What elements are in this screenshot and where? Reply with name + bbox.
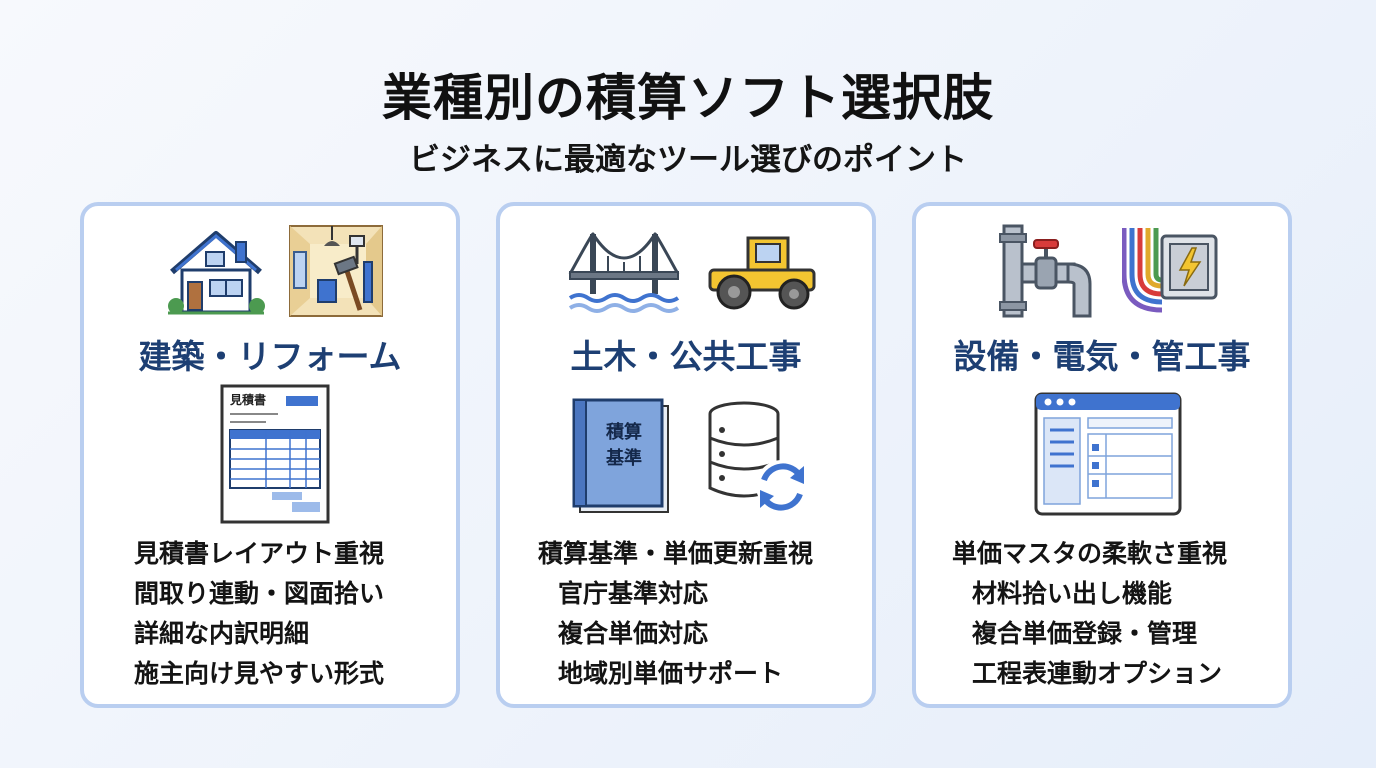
point-item: 材料拾い出し機能 — [972, 579, 1173, 608]
electric-panel-icon — [1122, 228, 1218, 313]
point-item: 詳細な内訳明細 — [134, 619, 310, 648]
point-item: 官庁基準対応 — [558, 579, 709, 608]
card-heading: 建築・リフォーム — [138, 337, 402, 376]
points-list: 見積書レイアウト重視 間取り連動・図面拾い 詳細な内訳明細 施主向け見やすい形式 — [134, 534, 384, 694]
point-item: 間取り連動・図面拾い — [134, 579, 385, 608]
card-architecture: 建築・リフォーム 見積書 見積書レイアウト重視 間取り連動・図面拾い 詳細な内訳… — [80, 202, 460, 708]
points-list: 単価マスタの柔軟さ重視 材料拾い出し機能 複合単価登録・管理 工程表連動オプショ… — [952, 534, 1227, 694]
page-subtitle: ビジネスに最適なツール選びのポイント — [409, 142, 967, 178]
renovation-tools-icon — [289, 225, 383, 317]
card-civil-engineering: 土木・公共工事 積算 基準 積算基準・単価更新重視 官庁基準対応 複合単価対応 … — [496, 202, 876, 708]
points-list: 積算基準・単価更新重視 官庁基準対応 複合単価対応 地域別単価サポート — [538, 534, 813, 694]
book-label-2: 基準 — [605, 447, 642, 469]
pipe-valve-icon — [999, 224, 1092, 318]
point-item: 地域別単価サポート — [558, 659, 784, 688]
page-title: 業種別の積算ソフト選択肢 — [382, 69, 994, 127]
estimate-document-icon: 見積書 — [220, 384, 330, 524]
house-icon — [168, 231, 265, 315]
software-window-icon — [1034, 392, 1182, 516]
bridge-icon — [568, 232, 680, 313]
point-item: 積算基準・単価更新重視 — [538, 539, 814, 568]
point-item: 施主向け見やすい形式 — [134, 659, 385, 688]
card-heading: 設備・電気・管工事 — [953, 337, 1251, 376]
road-roller-icon — [708, 236, 816, 310]
point-item: 複合単価対応 — [558, 619, 709, 648]
point-item: 単価マスタの柔軟さ重視 — [952, 539, 1228, 568]
doc-label: 見積書 — [229, 392, 266, 407]
book-label-1: 積算 — [605, 421, 642, 443]
standards-book-icon: 積算 基準 — [572, 398, 669, 513]
point-item: 見積書レイアウト重視 — [134, 539, 385, 568]
database-sync-icon — [708, 401, 808, 512]
card-facilities-electrical-plumbing: 設備・電気・管工事 単価マスタの柔軟さ重視 材料拾い出し機能 複合単価登録・管理… — [912, 202, 1292, 708]
card-heading: 土木・公共工事 — [570, 337, 802, 376]
point-item: 工程表連動オプション — [972, 659, 1223, 688]
point-item: 複合単価登録・管理 — [972, 619, 1198, 648]
